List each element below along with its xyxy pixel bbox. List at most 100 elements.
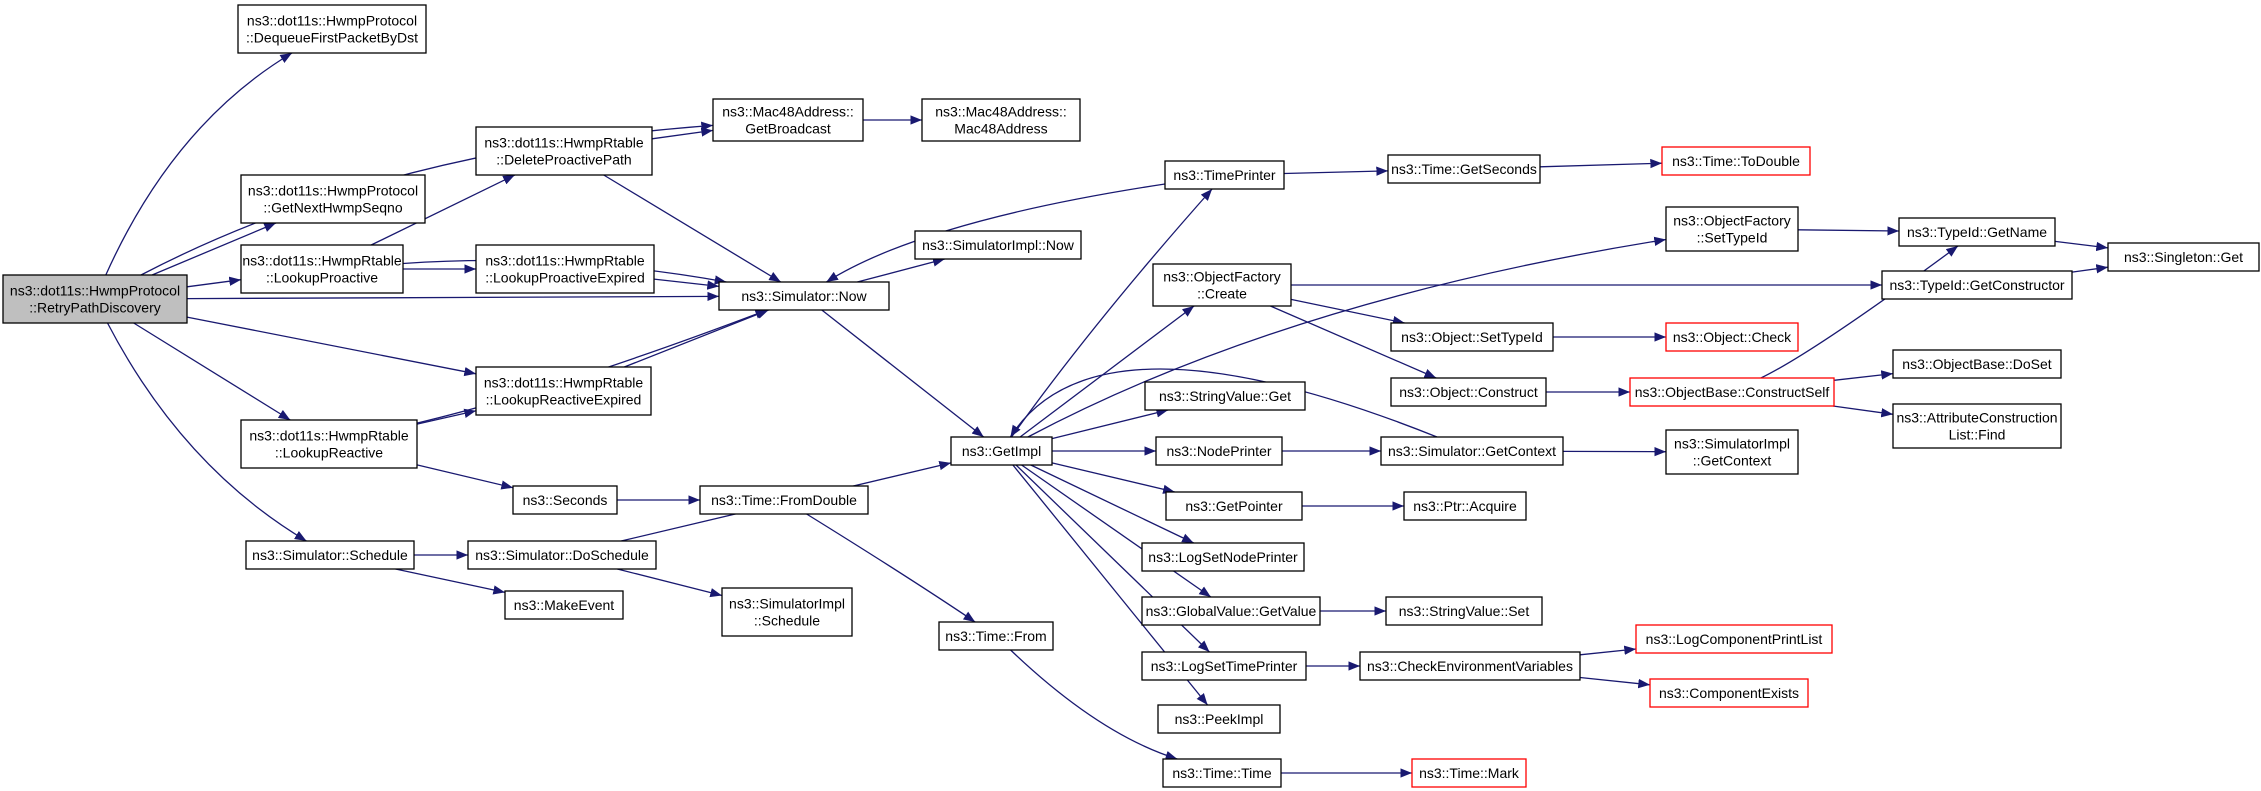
node-box[interactable]: [1387, 154, 1541, 184]
node-seconds[interactable]: ns3::Seconds: [512, 485, 618, 515]
node-objfactorycreate[interactable]: ns3::ObjectFactory::Create: [1152, 263, 1292, 307]
node-getimpl[interactable]: ns3::GetImpl: [950, 436, 1053, 466]
node-box[interactable]: [512, 485, 618, 515]
node-typeidgetname[interactable]: ns3::TypeId::GetName: [1898, 217, 2056, 247]
node-globalvalue[interactable]: ns3::GlobalValue::GetValue: [1141, 596, 1321, 626]
node-root[interactable]: ns3::dot11s::HwmpProtocol::RetryPathDisc…: [2, 274, 188, 324]
node-box[interactable]: [1385, 596, 1543, 626]
node-box[interactable]: [1152, 263, 1292, 307]
node-simnow[interactable]: ns3::Simulator::Now: [718, 281, 890, 311]
node-peekimpl[interactable]: ns3::PeekImpl: [1157, 704, 1281, 734]
node-box[interactable]: [1155, 436, 1283, 466]
node-mac48[interactable]: ns3::Mac48Address::Mac48Address: [921, 98, 1081, 142]
node-box[interactable]: [1881, 270, 2073, 300]
node-box[interactable]: [1629, 377, 1835, 407]
node-box[interactable]: [1649, 678, 1809, 708]
node-box[interactable]: [475, 244, 655, 294]
node-ofsettypeid[interactable]: ns3::ObjectFactory::SetTypeId: [1665, 206, 1799, 252]
node-box[interactable]: [1162, 758, 1282, 788]
node-logsettimeprinter[interactable]: ns3::LogSetTimePrinter: [1141, 651, 1307, 681]
node-simimplgetcontext[interactable]: ns3::SimulatorImpl::GetContext: [1665, 429, 1799, 475]
node-box[interactable]: [1898, 217, 2056, 247]
node-getnext[interactable]: ns3::dot11s::HwmpProtocol::GetNextHwmpSe…: [240, 174, 426, 224]
node-box[interactable]: [1144, 381, 1306, 411]
node-box[interactable]: [2, 274, 188, 324]
node-deleteproactive[interactable]: ns3::dot11s::HwmpRtable::DeleteProactive…: [475, 126, 653, 176]
node-box[interactable]: [712, 98, 864, 142]
node-objsettypeid[interactable]: ns3::Object::SetTypeId: [1390, 322, 1554, 352]
node-box[interactable]: [921, 98, 1081, 142]
node-getcontext[interactable]: ns3::Simulator::GetContext: [1380, 436, 1564, 466]
node-box[interactable]: [1359, 651, 1581, 681]
node-getbroadcast[interactable]: ns3::Mac48Address::GetBroadcast: [712, 98, 864, 142]
node-box[interactable]: [1661, 146, 1811, 176]
node-lookupproactive[interactable]: ns3::dot11s::HwmpRtable::LookupProactive: [240, 244, 404, 294]
node-lookupproactiveexp[interactable]: ns3::dot11s::HwmpRtable::LookupProactive…: [475, 244, 655, 294]
node-timefrom[interactable]: ns3::Time::From: [938, 621, 1054, 651]
node-box[interactable]: [1157, 704, 1281, 734]
node-box[interactable]: [950, 436, 1053, 466]
node-box[interactable]: [1390, 377, 1547, 407]
node-objbasedoset[interactable]: ns3::ObjectBase::DoSet: [1892, 349, 2062, 379]
node-simimplschedule[interactable]: ns3::SimulatorImpl::Schedule: [721, 587, 853, 637]
node-simimplnow[interactable]: ns3::SimulatorImpl::Now: [914, 230, 1082, 260]
node-box[interactable]: [721, 587, 853, 637]
node-doschedule[interactable]: ns3::Simulator::DoSchedule: [467, 540, 657, 570]
node-box[interactable]: [2107, 242, 2260, 272]
node-compexists[interactable]: ns3::ComponentExists: [1649, 678, 1809, 708]
node-box[interactable]: [1403, 491, 1527, 521]
node-timetime[interactable]: ns3::Time::Time: [1162, 758, 1282, 788]
node-box[interactable]: [237, 4, 427, 54]
node-box[interactable]: [1665, 206, 1799, 252]
node-logsetnodeprinter[interactable]: ns3::LogSetNodePrinter: [1141, 542, 1305, 572]
node-box[interactable]: [1635, 624, 1833, 654]
node-getseconds[interactable]: ns3::Time::GetSeconds: [1387, 154, 1541, 184]
node-makeevent[interactable]: ns3::MakeEvent: [504, 590, 624, 620]
node-box[interactable]: [240, 174, 426, 224]
node-schedule[interactable]: ns3::Simulator::Schedule: [245, 540, 415, 570]
node-timeprinter[interactable]: ns3::TimePrinter: [1164, 160, 1285, 190]
node-box[interactable]: [1141, 596, 1321, 626]
node-box[interactable]: [1164, 160, 1285, 190]
node-box[interactable]: [914, 230, 1082, 260]
node-lookupreactiveexp[interactable]: ns3::dot11s::HwmpRtable::LookupReactiveE…: [475, 366, 652, 416]
node-checkenv[interactable]: ns3::CheckEnvironmentVariables: [1359, 651, 1581, 681]
node-dequeue[interactable]: ns3::dot11s::HwmpProtocol::DequeueFirstP…: [237, 4, 427, 54]
node-box[interactable]: [1665, 429, 1799, 475]
node-nodeprinter[interactable]: ns3::NodePrinter: [1155, 436, 1283, 466]
node-ptracquire[interactable]: ns3::Ptr::Acquire: [1403, 491, 1527, 521]
node-logcompprintlist[interactable]: ns3::LogComponentPrintList: [1635, 624, 1833, 654]
node-box[interactable]: [699, 485, 869, 515]
node-box[interactable]: [475, 126, 653, 176]
node-stringvalueget[interactable]: ns3::StringValue::Get: [1144, 381, 1306, 411]
node-lookupreactive[interactable]: ns3::dot11s::HwmpRtable::LookupReactive: [240, 419, 418, 469]
node-objcheck[interactable]: ns3::Object::Check: [1665, 322, 1799, 352]
node-constructself[interactable]: ns3::ObjectBase::ConstructSelf: [1629, 377, 1835, 407]
node-box[interactable]: [1892, 403, 2062, 449]
node-box[interactable]: [1411, 758, 1527, 788]
node-singletonget[interactable]: ns3::Singleton::Get: [2107, 242, 2260, 272]
node-box[interactable]: [1380, 436, 1564, 466]
node-stringvalueset[interactable]: ns3::StringValue::Set: [1385, 596, 1543, 626]
node-box[interactable]: [1892, 349, 2062, 379]
node-box[interactable]: [475, 366, 652, 416]
node-box[interactable]: [1390, 322, 1554, 352]
node-objconstruct[interactable]: ns3::Object::Construct: [1390, 377, 1547, 407]
node-box[interactable]: [1141, 651, 1307, 681]
node-typeidgetconstructor[interactable]: ns3::TypeId::GetConstructor: [1881, 270, 2073, 300]
node-box[interactable]: [240, 244, 404, 294]
node-fromdouble[interactable]: ns3::Time::FromDouble: [699, 485, 869, 515]
node-timemark[interactable]: ns3::Time::Mark: [1411, 758, 1527, 788]
node-todouble[interactable]: ns3::Time::ToDouble: [1661, 146, 1811, 176]
node-box[interactable]: [718, 281, 890, 311]
node-box[interactable]: [245, 540, 415, 570]
node-box[interactable]: [1665, 322, 1799, 352]
node-box[interactable]: [938, 621, 1054, 651]
node-box[interactable]: [240, 419, 418, 469]
node-getpointer[interactable]: ns3::GetPointer: [1165, 491, 1303, 521]
node-box[interactable]: [1165, 491, 1303, 521]
node-box[interactable]: [1141, 542, 1305, 572]
node-box[interactable]: [504, 590, 624, 620]
node-box[interactable]: [467, 540, 657, 570]
